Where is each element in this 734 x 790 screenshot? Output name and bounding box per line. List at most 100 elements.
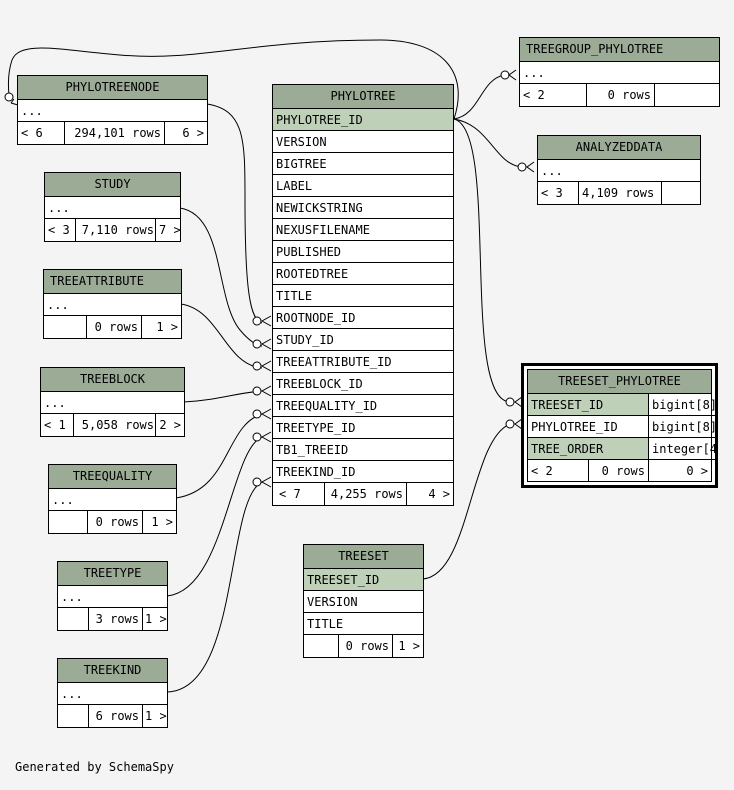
- table-study[interactable]: STUDY ... < 3 7,110 rows 7 >: [44, 172, 181, 242]
- more-columns: ...: [44, 294, 181, 316]
- table-header[interactable]: TREEQUALITY: [49, 465, 176, 489]
- table-header[interactable]: TREEATTRIBUTE: [44, 270, 181, 294]
- link-treekind: [166, 481, 263, 693]
- column-nexusfilename[interactable]: NEXUSFILENAME: [273, 219, 453, 241]
- column-treequality-id[interactable]: TREEQUALITY_ID: [273, 395, 453, 417]
- column-treeblock-id[interactable]: TREEBLOCK_ID: [273, 373, 453, 395]
- column-phylotree-id[interactable]: PHYLOTREE_ID: [273, 109, 453, 131]
- column-label[interactable]: LABEL: [273, 175, 453, 197]
- column-title[interactable]: TITLE: [304, 613, 423, 635]
- column-published[interactable]: PUBLISHED: [273, 241, 453, 263]
- children-link[interactable]: 2 >: [155, 414, 184, 436]
- parents-link[interactable]: < 2: [523, 88, 545, 102]
- table-treeset-phylotree[interactable]: TREESET_PHYLOTREE TREESET_ID bigint[8] P…: [521, 363, 718, 488]
- table-footer: 6 rows 1 >: [58, 705, 167, 727]
- children-link[interactable]: 1 >: [142, 705, 167, 727]
- column-tb1-treeid[interactable]: TB1_TREEID: [273, 439, 453, 461]
- link-study: [179, 207, 263, 347]
- more-columns: ...: [41, 392, 184, 414]
- table-footer: < 6 294,101 rows 6 >: [18, 122, 207, 144]
- children-link[interactable]: [654, 84, 719, 106]
- children-link[interactable]: 1 >: [141, 316, 181, 338]
- parents-link[interactable]: [44, 316, 86, 338]
- table-treequality[interactable]: TREEQUALITY ... 0 rows 1 >: [48, 464, 177, 534]
- table-treekind[interactable]: TREEKIND ... 6 rows 1 >: [57, 658, 168, 728]
- table-header[interactable]: TREESET_PHYLOTREE: [527, 369, 712, 394]
- link-treeset-phylotree-ts: [422, 423, 511, 580]
- table-header[interactable]: TREEBLOCK: [41, 368, 184, 392]
- row-count: 0 rows: [338, 635, 392, 657]
- children-link[interactable]: 4 >: [406, 483, 453, 505]
- more-columns: ...: [58, 586, 167, 608]
- link-treetype: [166, 436, 263, 597]
- table-treeattribute[interactable]: TREEATTRIBUTE ... 0 rows 1 >: [43, 269, 182, 339]
- table-header[interactable]: ANALYZEDDATA: [538, 136, 700, 160]
- column-grid: TREESET_ID bigint[8] PHYLOTREE_ID bigint…: [528, 394, 718, 460]
- parents-link[interactable]: < 6: [21, 126, 43, 140]
- table-header[interactable]: STUDY: [45, 173, 180, 197]
- parents-link[interactable]: [58, 608, 88, 630]
- parents-link[interactable]: < 2: [531, 464, 553, 478]
- table-footer: 0 rows 1 >: [44, 316, 181, 338]
- column-rootedtree[interactable]: ROOTEDTREE: [273, 263, 453, 285]
- column-study-id[interactable]: STUDY_ID: [273, 329, 453, 351]
- link-phylotreenode-phylotree: [7, 39, 459, 120]
- column-type: bigint[8]: [648, 416, 718, 438]
- row-count: 0 rows: [586, 84, 654, 106]
- table-footer: 0 rows 1 >: [304, 635, 423, 657]
- parents-link[interactable]: < 3: [48, 223, 70, 237]
- column-tree-order[interactable]: TREE_ORDER: [528, 438, 648, 460]
- column-treeattribute-id[interactable]: TREEATTRIBUTE_ID: [273, 351, 453, 373]
- more-columns: ...: [45, 197, 180, 219]
- column-treeset-id[interactable]: TREESET_ID: [528, 394, 648, 416]
- children-link[interactable]: 0 >: [648, 460, 711, 481]
- link-rootnode: [206, 103, 263, 324]
- table-phylotreenode[interactable]: PHYLOTREENODE ... < 6 294,101 rows 6 >: [17, 75, 208, 145]
- table-header[interactable]: PHYLOTREE: [273, 85, 453, 109]
- parents-link[interactable]: < 3: [541, 186, 563, 200]
- link-treeset-phylotree-pt: [453, 118, 511, 403]
- parents-link[interactable]: [304, 635, 338, 657]
- table-footer: < 3 7,110 rows 7 >: [45, 219, 180, 241]
- children-link[interactable]: 7 >: [155, 219, 180, 241]
- column-rootnode-id[interactable]: ROOTNODE_ID: [273, 307, 453, 329]
- table-treetype[interactable]: TREETYPE ... 3 rows 1 >: [57, 561, 168, 631]
- children-link[interactable]: 6 >: [164, 122, 207, 144]
- parents-link[interactable]: [49, 511, 87, 533]
- table-analyzeddata[interactable]: ANALYZEDDATA ... < 3 4,109 rows: [537, 135, 701, 205]
- row-count: 5,058 rows: [73, 414, 155, 436]
- parents-link[interactable]: < 1: [44, 418, 66, 432]
- row-count: 7,110 rows: [75, 219, 155, 241]
- column-treekind-id[interactable]: TREEKIND_ID: [273, 461, 453, 483]
- parents-link[interactable]: [58, 705, 88, 727]
- table-header[interactable]: TREETYPE: [58, 562, 167, 586]
- table-header[interactable]: TREESET: [304, 545, 423, 569]
- column-treetype-id[interactable]: TREETYPE_ID: [273, 417, 453, 439]
- children-link[interactable]: [661, 182, 700, 204]
- parents-link[interactable]: < 7: [279, 487, 301, 501]
- column-title[interactable]: TITLE: [273, 285, 453, 307]
- table-header[interactable]: TREEKIND: [58, 659, 167, 683]
- table-footer: < 2 0 rows: [520, 84, 719, 106]
- table-header[interactable]: PHYLOTREENODE: [18, 76, 207, 100]
- link-analyzeddata: [453, 118, 523, 168]
- table-footer: < 2 0 rows 0 >: [528, 460, 711, 482]
- table-treegroup-phylotree[interactable]: TREEGROUP_PHYLOTREE ... < 2 0 rows: [519, 37, 720, 107]
- table-treeblock[interactable]: TREEBLOCK ... < 1 5,058 rows 2 >: [40, 367, 185, 437]
- column-version[interactable]: VERSION: [273, 131, 453, 153]
- column-phylotree-id[interactable]: PHYLOTREE_ID: [528, 416, 648, 438]
- table-header[interactable]: TREEGROUP_PHYLOTREE: [520, 38, 719, 62]
- column-bigtree[interactable]: BIGTREE: [273, 153, 453, 175]
- generator-credit: Generated by SchemaSpy: [15, 760, 174, 774]
- children-link[interactable]: 1 >: [142, 608, 167, 630]
- link-treequality: [175, 413, 263, 499]
- children-link[interactable]: 1 >: [392, 635, 423, 657]
- table-treeset[interactable]: TREESET TREESET_ID VERSION TITLE 0 rows …: [303, 544, 424, 658]
- children-link[interactable]: 1 >: [142, 511, 176, 533]
- column-treeset-id[interactable]: TREESET_ID: [304, 569, 423, 591]
- table-footer: < 1 5,058 rows 2 >: [41, 414, 184, 436]
- row-count: 4,109 rows: [578, 182, 661, 204]
- table-phylotree[interactable]: PHYLOTREE PHYLOTREE_ID VERSION BIGTREE L…: [272, 84, 454, 506]
- column-version[interactable]: VERSION: [304, 591, 423, 613]
- column-newickstring[interactable]: NEWICKSTRING: [273, 197, 453, 219]
